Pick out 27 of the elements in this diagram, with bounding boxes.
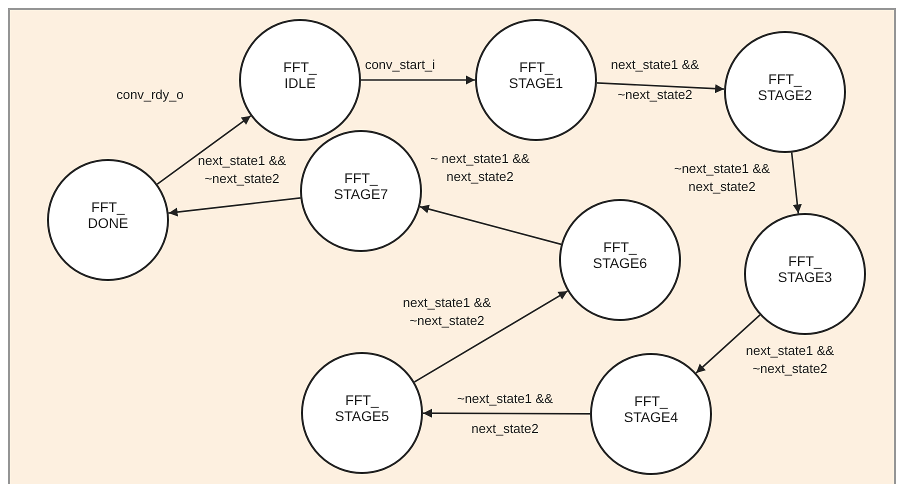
edge-label: conv_rdy_o — [115, 87, 185, 103]
state-name: FFT_ IDLE — [283, 59, 317, 91]
state-name: FFT_ STAGE1 — [508, 59, 564, 91]
transition-arrow — [790, 152, 802, 214]
state-name: FFT_ STAGE7 — [334, 170, 388, 202]
edge-label: next_state1 && ~next_state2 — [610, 56, 700, 104]
transition-arrow — [420, 204, 562, 246]
transition-arrow — [596, 82, 724, 94]
transition-arrow — [423, 408, 590, 418]
state-name: FFT_ STAGE4 — [624, 393, 678, 425]
state-name: FFT_ STAGE5 — [334, 392, 390, 424]
edge-label: ~ next_state1 && next_state2 — [429, 150, 531, 186]
edge-label: ~next_state1 && next_state2 — [673, 160, 771, 196]
state-name: FFT_ STAGE2 — [758, 71, 812, 103]
edge-label: next_state1 && ~next_state2 — [402, 294, 492, 330]
transition-arrow — [414, 290, 568, 383]
edge-label: next_state1 && ~next_state2 — [744, 342, 836, 378]
edge-label: conv_start_i — [364, 57, 436, 73]
transition-arrow — [696, 314, 760, 374]
transition-arrow — [168, 197, 300, 217]
state-name: FFT_ STAGE3 — [778, 253, 832, 285]
transition-arrow — [361, 76, 475, 84]
state-name: FFT_ STAGE6 — [592, 239, 648, 271]
transition-arrow — [156, 115, 252, 185]
edge-label: next_state1 && ~next_state2 — [196, 152, 288, 188]
edge-label: ~next_state1 && next_state2 — [456, 390, 554, 438]
state-name: FFT_ DONE — [88, 199, 128, 231]
